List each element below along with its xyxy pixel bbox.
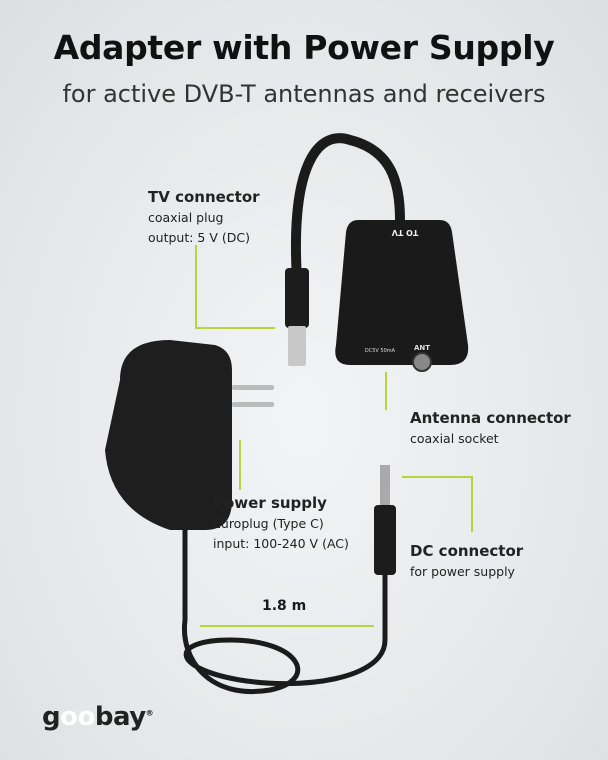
antenna-connector-title: Antenna connector [410,409,571,427]
dc-connector-line1: for power supply [410,564,515,579]
cable-length: 1.8 m [262,598,307,614]
plug-pin [232,385,274,390]
leader-lines [195,245,473,627]
power-supply-body [105,340,232,530]
plug-pin [232,402,274,407]
page-title: Adapter with Power Supply [53,28,555,67]
tv-connector-line1: coaxial plug [148,210,224,225]
dc-marking: DC5V 50mA [365,348,396,354]
power-supply-label: Power supply Europlug (Type C) input: 10… [213,492,349,554]
tv-cable [291,133,405,281]
to-tv-marking: TO TV [391,228,419,237]
adapter-box [335,220,469,365]
power-supply-line2: input: 100-240 V (AC) [213,536,349,551]
dc-plug-metal [380,465,390,505]
antenna-connector-label: Antenna connector coaxial socket [410,407,571,449]
power-supply-title: Power supply [213,494,327,512]
tv-plug-body [285,268,309,328]
logo-pre: g [42,702,61,732]
logo-registered: ® [145,708,154,718]
goobay-logo: goobay® [42,702,154,732]
tv-plug-metal [288,326,306,366]
dc-plug-body [374,505,396,575]
dc-connector-label: DC connector for power supply [410,540,523,582]
tv-connector-line2: output: 5 V (DC) [148,230,250,245]
tv-connector-label: TV connector coaxial plug output: 5 V (D… [148,186,260,248]
tv-connector-title: TV connector [148,188,260,206]
antenna-socket [412,352,432,372]
logo-post: bay [94,702,146,732]
antenna-connector-line1: coaxial socket [410,431,499,446]
power-supply-line1: Europlug (Type C) [213,516,324,531]
logo-oo: oo [60,702,95,732]
ant-marking: ANT [414,344,430,352]
power-cable [181,530,388,694]
dc-connector-title: DC connector [410,542,524,560]
page-subtitle: for active DVB-T antennas and receivers [62,80,546,108]
